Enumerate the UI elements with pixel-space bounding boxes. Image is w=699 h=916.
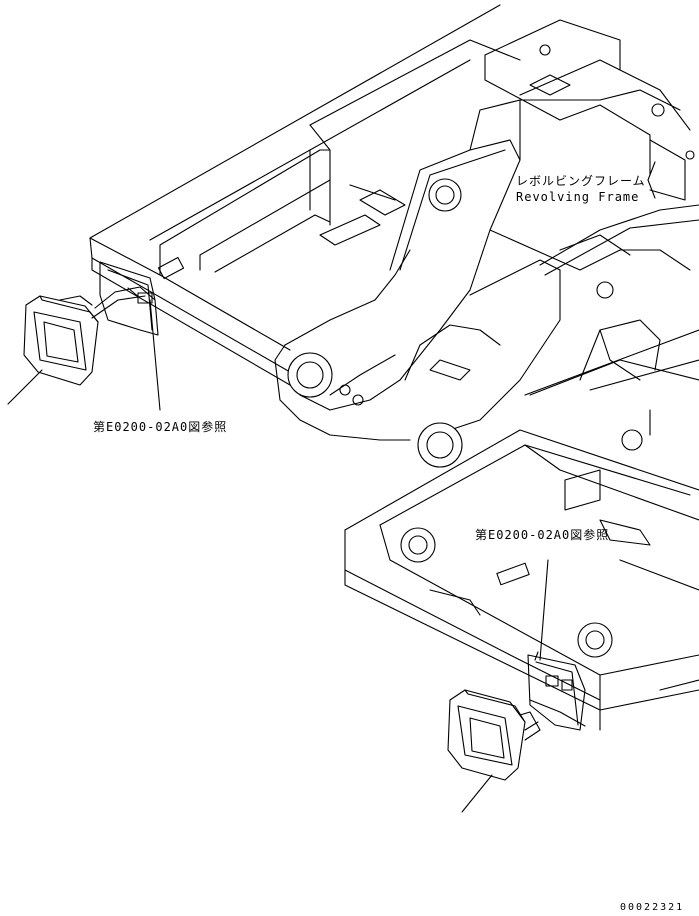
frame-label-leader	[647, 161, 656, 199]
boom-bracket	[274, 89, 699, 468]
frame-label-english: Revolving Frame	[516, 190, 640, 204]
reference-label-upper: 第E0200-02A0図参照	[93, 420, 228, 434]
lower-leader-line	[539, 559, 549, 661]
rear-frame	[484, 19, 699, 276]
right-frame-box	[344, 359, 699, 731]
left-light-bracket	[99, 261, 159, 336]
frame-label-japanese: レボルビングフレーム	[516, 174, 646, 188]
left-work-light	[7, 286, 156, 405]
left-frame-beam	[89, 4, 521, 386]
upper-leader-line	[149, 299, 161, 411]
lower-work-light	[447, 689, 541, 813]
document-number: 00022321	[620, 902, 685, 913]
reference-label-lower: 第E0200-02A0図参照	[475, 528, 610, 542]
lower-light-bracket	[527, 651, 586, 731]
